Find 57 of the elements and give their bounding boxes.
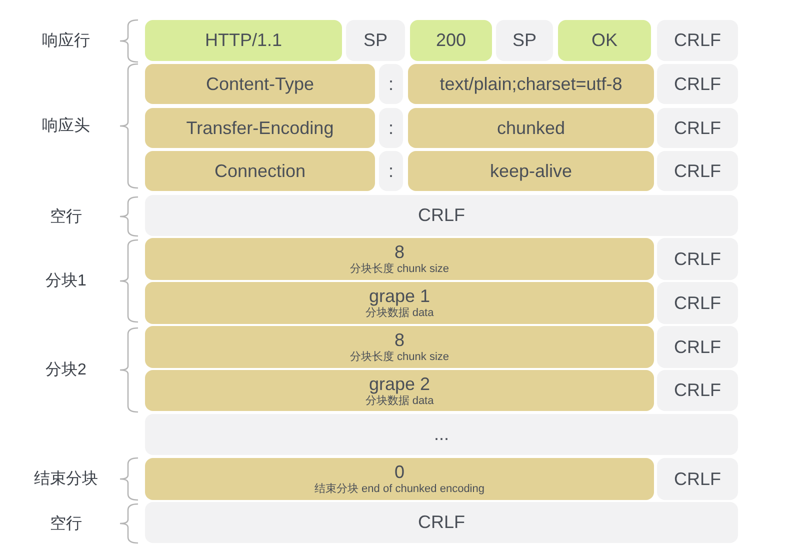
group-label: 分块1 — [44, 271, 88, 292]
field-box — [408, 108, 654, 148]
field-value: : — [388, 160, 394, 182]
field-value: 8 — [394, 330, 404, 351]
field-box — [145, 282, 654, 324]
field-box — [408, 64, 654, 104]
group-label: 分块2 — [44, 360, 88, 380]
field-value: SP — [363, 30, 388, 51]
group-label: 响应头 — [41, 116, 91, 136]
field-value: CRLF — [418, 512, 465, 533]
group-label: 响应行 — [41, 31, 91, 52]
field-value: CRLF — [674, 292, 721, 314]
field-box — [145, 238, 654, 280]
field-value: SP — [512, 30, 536, 51]
group-label: 结束分块 — [33, 469, 99, 490]
group-label: 空行 — [49, 514, 83, 534]
field-box — [410, 20, 492, 61]
field-value: text/plain;charset=utf-8 — [440, 74, 622, 94]
field-value: grape 2 — [368, 374, 430, 394]
field-box — [145, 108, 375, 148]
field-caption: 结束分块 end of chunked encoding — [314, 483, 484, 496]
field-caption: 分块长度 chunk size — [350, 351, 450, 364]
field-box — [145, 20, 342, 61]
field-value: CRLF — [674, 118, 721, 138]
field-value: Connection — [214, 160, 306, 182]
field-box — [145, 326, 654, 368]
field-value: chunked — [496, 118, 566, 138]
field-value: CRLF — [674, 336, 721, 358]
group-label: 空行 — [49, 207, 83, 227]
field-caption: 分块数据 data — [365, 394, 434, 408]
field-value: HTTP/1.1 — [204, 30, 282, 51]
field-value: CRLF — [674, 74, 721, 94]
field-caption: 分块数据 data — [365, 307, 434, 320]
field-value: : — [388, 74, 394, 94]
field-value: : — [388, 118, 394, 138]
field-value: keep-alive — [490, 160, 572, 182]
field-value: 200 — [436, 30, 466, 51]
field-box — [145, 64, 375, 104]
field-value: grape 1 — [368, 286, 430, 307]
field-box — [145, 370, 654, 411]
field-value: OK — [591, 30, 618, 51]
field-box — [408, 151, 654, 191]
field-caption: 分块长度 chunk size — [350, 263, 450, 276]
field-value: ... — [434, 424, 449, 445]
field-value: Transfer-Encoding — [186, 118, 334, 138]
field-value: CRLF — [674, 30, 721, 51]
field-value: CRLF — [674, 248, 721, 270]
field-value: 0 — [394, 462, 404, 483]
field-value: 8 — [394, 242, 404, 263]
field-value: Content-Type — [206, 74, 314, 94]
field-box — [145, 151, 375, 191]
field-value: CRLF — [674, 468, 721, 490]
field-value: CRLF — [418, 205, 465, 226]
field-value: CRLF — [674, 160, 721, 182]
field-box — [145, 458, 654, 500]
field-box — [558, 20, 651, 61]
field-value: CRLF — [674, 380, 721, 401]
